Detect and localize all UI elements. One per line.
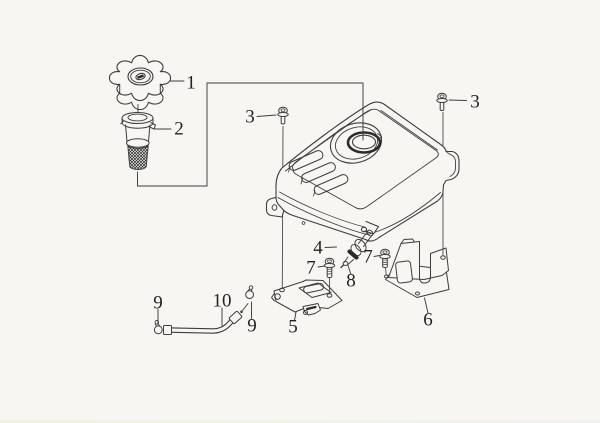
callout-lines [137,80,467,326]
callout-10-fuel-hose: 10 [212,290,232,312]
valve-band [347,249,359,260]
hose-end-dot [240,310,243,314]
hose-end-leader [242,303,249,311]
hose-right-fitting [228,310,243,325]
callout-9-clip-right: 9 [247,315,257,337]
callout-1-fuel-cap: 1 [186,72,196,94]
hose-clip-left [153,320,163,335]
fuel-cap [108,54,172,112]
callout-6-bracket-rear: 6 [423,309,433,331]
flange-bolt-3-left [277,106,289,125]
tank-ribs [288,150,349,197]
callout-9-clip-left: 9 [153,292,163,314]
shell-seam-2 [279,191,367,228]
valve-joint-tip [342,261,349,266]
right-ear-inner-line [446,152,456,177]
leader-7-left [317,265,325,268]
shell-seam [277,192,441,235]
callout-3-bolt-left: 3 [245,106,255,128]
tank-outlet [360,220,380,235]
leader-6 [424,297,429,314]
fuel-strainer [120,112,156,171]
bayonet-tab [148,122,156,130]
hose-left-fitting [163,325,172,335]
flange-bolt-3-right [436,92,448,111]
leader-3-left [256,114,277,117]
callout-4-fuel-valve: 4 [313,237,323,259]
callout-7-bolt-left: 7 [306,257,316,279]
top-face-inset [292,108,439,210]
callout-5-bracket-front: 5 [288,316,298,338]
mounting-bracket-front [271,279,343,316]
fuel-tank [265,101,460,242]
callout-7-bolt-right: 7 [363,246,373,268]
fuel-hose [163,310,243,335]
scan-edge-artifact [0,420,600,423]
chamfer-right [380,110,438,151]
cap-skirt [116,84,164,111]
tank-body-outline [275,101,460,242]
leader-3-right [448,99,467,101]
hose-clip-right [245,285,255,300]
cap-slot [137,74,144,80]
seam-hole [301,221,306,225]
callout-8-valve-joint: 8 [346,270,356,292]
callout-2-fuel-strainer: 2 [174,118,184,140]
leader-4 [324,246,337,248]
leader-5 [294,311,297,321]
callout-3-bolt-right: 3 [470,91,480,113]
strainer-mesh [127,145,149,171]
leader-7-right [373,255,380,257]
fuel-valve-assembly [340,229,374,269]
mounting-bracket-rear [384,238,450,298]
leader-8 [347,265,352,275]
flange-bolt-7-left [323,257,336,278]
callout-box-line [137,82,364,187]
ear-hole [271,204,278,211]
flange-bolt-7-right [379,248,391,268]
filler-neck [329,122,383,164]
